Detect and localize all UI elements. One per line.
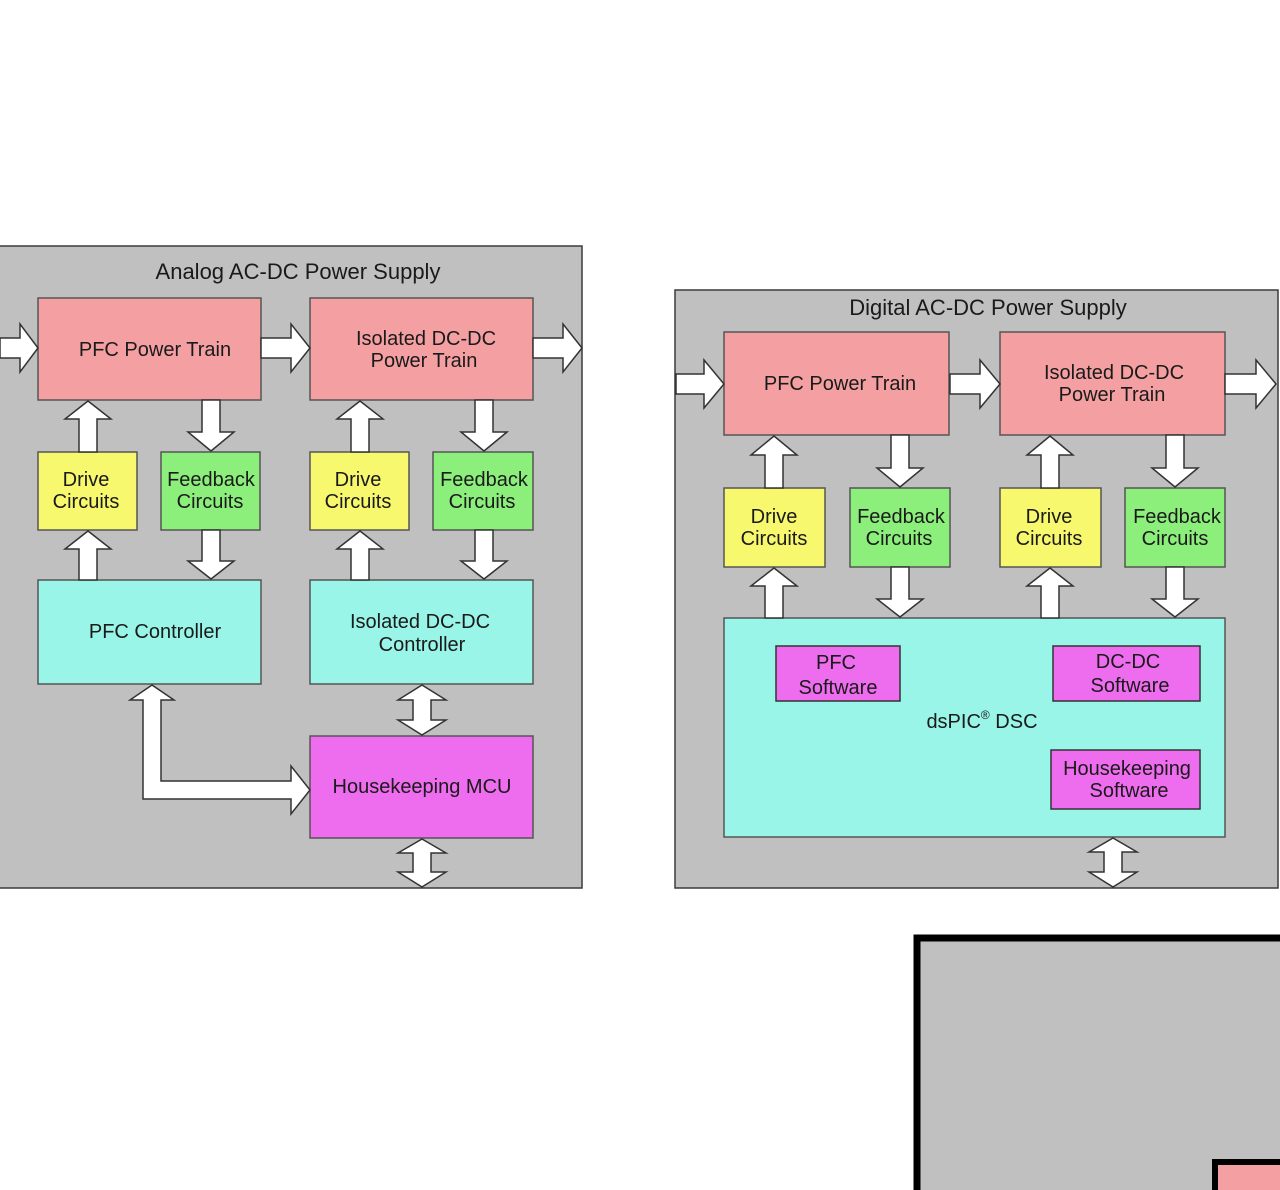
- digital-feedback-2-to-dsc-arrow: [1149, 566, 1201, 618]
- digital-feedback-circuits-1-label-2: Circuits: [866, 528, 933, 550]
- digital-feedback-2-down-arrow: [1149, 434, 1201, 488]
- cropped-power-train-block: [1212, 1159, 1280, 1190]
- digital-drive-2-up-arrow: [1024, 435, 1076, 489]
- digital-drive-circuits-2-label-2: Circuits: [1016, 528, 1083, 550]
- digital-feedback-circuits-2-label-2: Circuits: [1142, 528, 1209, 550]
- analog-dcdc-power-train-label-1: Isolated DC-DC: [356, 328, 496, 350]
- analog-feedback-circuits-1-block: [160, 451, 261, 531]
- digital-pfc-power-train-label: PFC Power Train: [764, 373, 916, 395]
- digital-dcdc-software-label-1: DC-DC: [1096, 651, 1160, 673]
- analog-panel: Analog AC-DC Power Supply PFC Power Trai…: [0, 245, 583, 889]
- analog-drive-circuits-2-block: [309, 451, 410, 531]
- analog-dcdc-controller-label-1: Isolated DC-DC: [350, 611, 490, 633]
- digital-pfc-software-label-2: Software: [799, 677, 878, 699]
- analog-feedback-circuits-1-label-2: Circuits: [177, 491, 244, 513]
- analog-drive-2-up-arrow: [334, 400, 386, 453]
- analog-pfc-power-train-block: [37, 297, 262, 401]
- digital-feedback-1-to-dsc-arrow: [874, 566, 926, 618]
- digital-pfc-to-dcdc-arrow: [949, 357, 1001, 411]
- digital-dsc-external-link-arrow: [1086, 837, 1140, 888]
- digital-drive-1-up-arrow: [748, 435, 800, 489]
- digital-housekeeping-software-block: [1050, 749, 1201, 810]
- analog-feedback-2-down-arrow: [458, 399, 510, 452]
- analog-housekeeping-mcu-block: [309, 735, 534, 839]
- digital-output-arrow: [1224, 357, 1277, 411]
- digital-feedback-circuits-1-label-1: Feedback: [857, 506, 946, 528]
- analog-pfc-to-dcdc-arrow: [260, 321, 311, 375]
- cropped-panel-fragment: [913, 934, 1280, 1190]
- analog-feedback-circuits-1-label-1: Feedback: [167, 469, 256, 491]
- analog-dcdc-controller-mcu-link-arrow: [395, 684, 449, 736]
- digital-title: Digital AC-DC Power Supply: [849, 295, 1127, 320]
- digital-pfc-software-label-1: PFC: [816, 652, 856, 674]
- analog-input-arrow: [0, 321, 39, 375]
- digital-drive-circuits-2-block: [999, 487, 1102, 568]
- digital-dcdc-power-train-block: [999, 331, 1226, 436]
- analog-pfc-controller-label: PFC Controller: [89, 621, 222, 643]
- digital-dcdc-power-train-label-2: Power Train: [1059, 384, 1166, 406]
- analog-feedback-1-to-pfc-controller-arrow: [185, 529, 237, 580]
- digital-input-arrow: [675, 357, 725, 411]
- analog-drive-circuits-2-label-2: Circuits: [325, 491, 392, 513]
- digital-drive-circuits-1-block: [723, 487, 826, 568]
- analog-feedback-circuits-2-block: [432, 451, 534, 531]
- digital-drive-circuits-1-label-1: Drive: [751, 506, 798, 528]
- analog-dcdc-controller-to-drive-2-arrow: [334, 530, 386, 581]
- analog-mcu-external-link-arrow: [395, 838, 449, 888]
- digital-pfc-software-block: [775, 645, 901, 702]
- analog-feedback-circuits-2-label-1: Feedback: [440, 469, 529, 491]
- analog-dcdc-controller-label-2: Controller: [379, 634, 466, 656]
- analog-drive-1-up-arrow: [62, 400, 114, 453]
- digital-dcdc-software-label-2: Software: [1091, 675, 1170, 697]
- digital-dsc-label: dsPIC® DSC: [926, 708, 1037, 733]
- digital-housekeeping-software-label-2: Software: [1090, 780, 1169, 802]
- digital-pfc-power-train-block: [723, 331, 950, 436]
- digital-feedback-circuits-2-label-1: Feedback: [1133, 506, 1222, 528]
- analog-pfc-controller-block: [37, 579, 262, 685]
- analog-dcdc-power-train-block: [309, 297, 534, 401]
- analog-housekeeping-mcu-label: Housekeeping MCU: [333, 776, 512, 798]
- analog-output-arrow: [532, 321, 583, 375]
- analog-feedback-circuits-2-label-2: Circuits: [449, 491, 516, 513]
- cropped-panel-background: [913, 934, 1280, 1190]
- digital-housekeeping-software-label-1: Housekeeping: [1063, 758, 1191, 780]
- analog-feedback-2-to-dcdc-controller-arrow: [458, 529, 510, 580]
- digital-dsc-to-drive-1-arrow: [748, 567, 800, 619]
- analog-feedback-1-down-arrow: [185, 399, 237, 452]
- analog-drive-circuits-1-label-1: Drive: [63, 469, 110, 491]
- analog-drive-circuits-1-label-2: Circuits: [53, 491, 120, 513]
- analog-drive-circuits-2-label-1: Drive: [335, 469, 382, 491]
- digital-dcdc-power-train-label-1: Isolated DC-DC: [1044, 362, 1184, 384]
- digital-dcdc-software-block: [1052, 645, 1201, 702]
- digital-drive-circuits-1-label-2: Circuits: [741, 528, 808, 550]
- analog-pfc-controller-mcu-link-arrow: [127, 684, 311, 817]
- digital-feedback-1-down-arrow: [874, 434, 926, 488]
- analog-title: Analog AC-DC Power Supply: [156, 259, 441, 284]
- digital-dsc-to-drive-2-arrow: [1024, 567, 1076, 619]
- analog-dcdc-controller-block: [309, 579, 534, 685]
- digital-drive-circuits-2-label-1: Drive: [1026, 506, 1073, 528]
- analog-dcdc-power-train-label-2: Power Train: [371, 350, 478, 372]
- analog-pfc-power-train-label: PFC Power Train: [79, 339, 231, 361]
- digital-panel: Digital AC-DC Power Supply PFC Power Tra…: [674, 289, 1279, 889]
- analog-pfc-controller-to-drive-1-arrow: [62, 530, 114, 581]
